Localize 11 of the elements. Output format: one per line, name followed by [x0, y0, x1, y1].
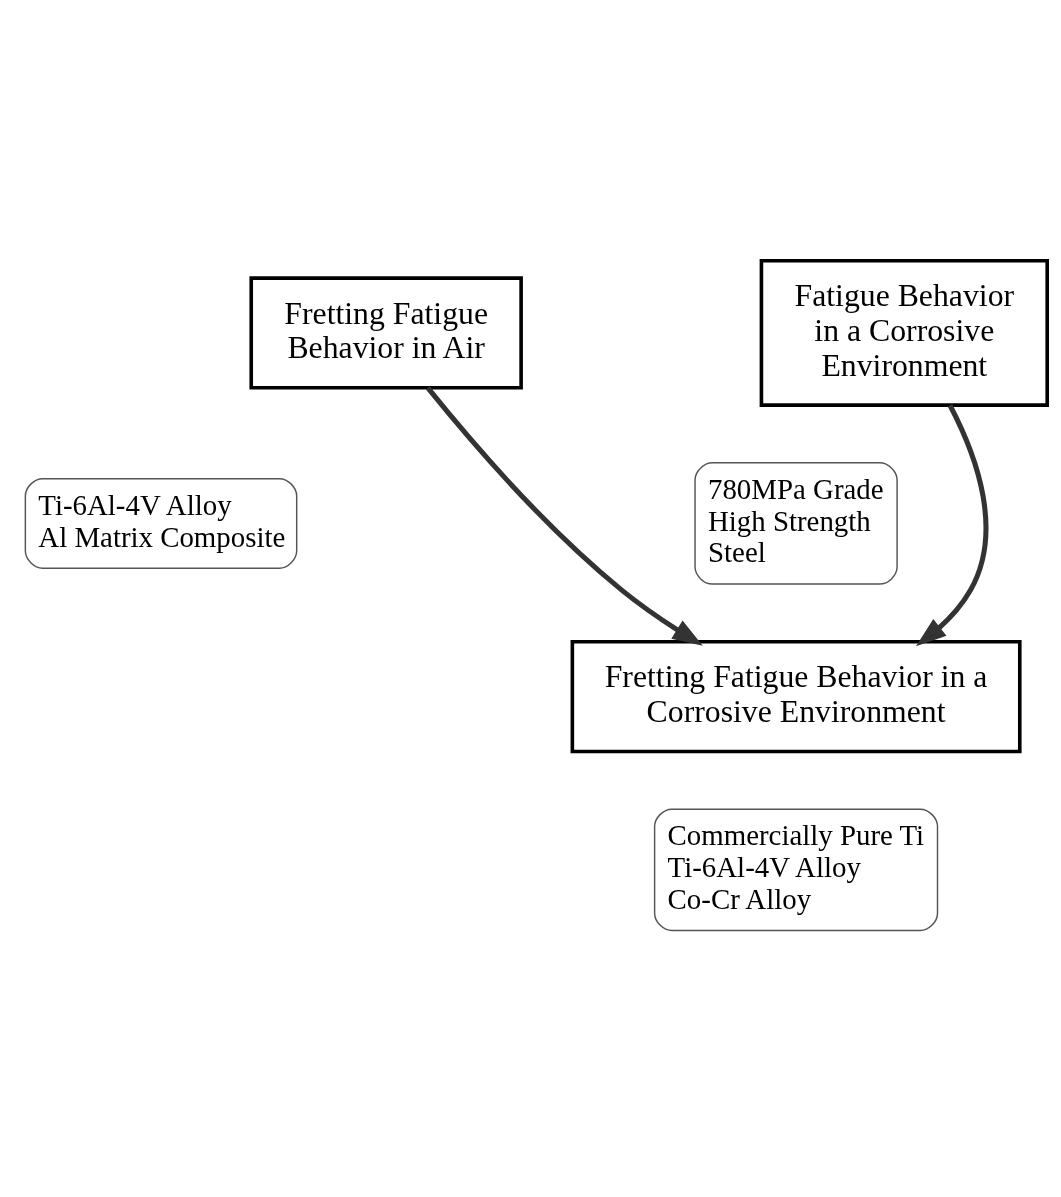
node-box: Fretting Fatigue Behavior in Air	[249, 276, 523, 390]
arrow	[916, 404, 989, 647]
node-label: Ti-6Al-4V Alloy	[38, 488, 232, 521]
node-label: Ti-6Al-4V Alloy	[667, 851, 861, 884]
node-box: Fatigue Behavior in a Corrosive Environment	[759, 258, 1049, 407]
node-box: Fretting Fatigue Behavior in a Corrosive Environment	[570, 640, 1022, 754]
node-label: Co-Cr Alloy	[667, 882, 812, 915]
arrow	[425, 386, 703, 646]
node-label: Al Matrix Composite	[38, 520, 286, 553]
node-label: 780MPa Grade High Strength Steel	[708, 472, 884, 569]
node-label: Commercially Pure Ti	[667, 819, 925, 852]
